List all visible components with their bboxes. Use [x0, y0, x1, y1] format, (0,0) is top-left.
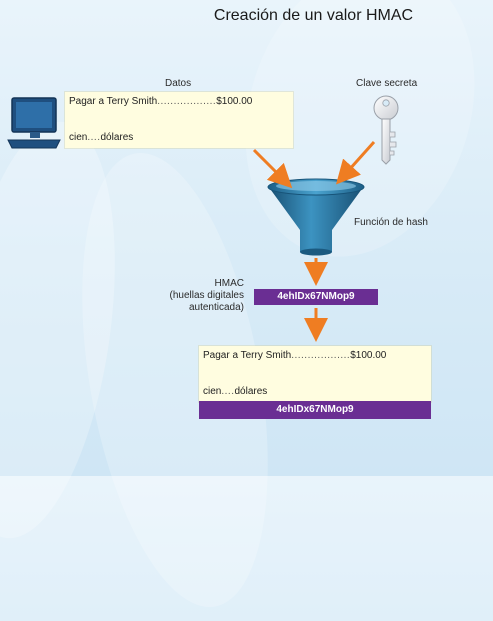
arrow-key-to-funnel: [335, 140, 376, 185]
key-icon: [373, 95, 399, 165]
amount-words-suffix: dólares: [100, 132, 134, 143]
amount-words-suffix: dólares: [234, 386, 268, 397]
message-line-1: Pagar a Terry Smith..................$10…: [69, 96, 252, 107]
hmac-label-line2: (huellas digitales: [169, 290, 245, 301]
leader-dots: ....: [221, 386, 235, 397]
payee-text: Pagar a Terry Smith: [203, 350, 292, 361]
flow-arrows: [252, 140, 376, 342]
hmac-label-line1: HMAC: [214, 278, 244, 289]
computer-icon: [7, 97, 61, 149]
hmac-label: HMAC (huellas digitales autenticada): [148, 278, 245, 314]
hash-function-label: Función de hash: [354, 217, 428, 228]
message-line-2: cien....dólares: [203, 386, 267, 397]
hmac-label-line3: autenticada): [188, 302, 244, 313]
authenticated-message-note: Pagar a Terry Smith..................$10…: [199, 346, 431, 402]
diagram-title: Creación de un valor HMAC: [213, 7, 414, 24]
funnel-icon: [267, 178, 365, 256]
message-line-2: cien....dólares: [69, 132, 133, 143]
leader-dots: ..................: [291, 350, 351, 361]
message-note: Pagar a Terry Smith..................$10…: [65, 92, 293, 148]
message-line-1: Pagar a Terry Smith..................$10…: [203, 350, 386, 361]
payee-text: Pagar a Terry Smith: [69, 96, 158, 107]
hmac-value-bar: 4ehIDx67NMop9: [254, 289, 378, 305]
amount-text: $100.00: [350, 350, 387, 361]
leader-dots: ....: [87, 132, 101, 143]
appended-hmac-bar: 4ehIDx67NMop9: [199, 401, 431, 419]
amount-words-prefix: cien: [203, 386, 222, 397]
secret-key-label: Clave secreta: [356, 78, 418, 89]
leader-dots: ..................: [157, 96, 217, 107]
arrow-data-to-funnel: [252, 148, 293, 189]
diagram-graphics: [7, 95, 399, 342]
data-label: Datos: [165, 78, 192, 89]
amount-words-prefix: cien: [69, 132, 88, 143]
amount-text: $100.00: [216, 96, 253, 107]
